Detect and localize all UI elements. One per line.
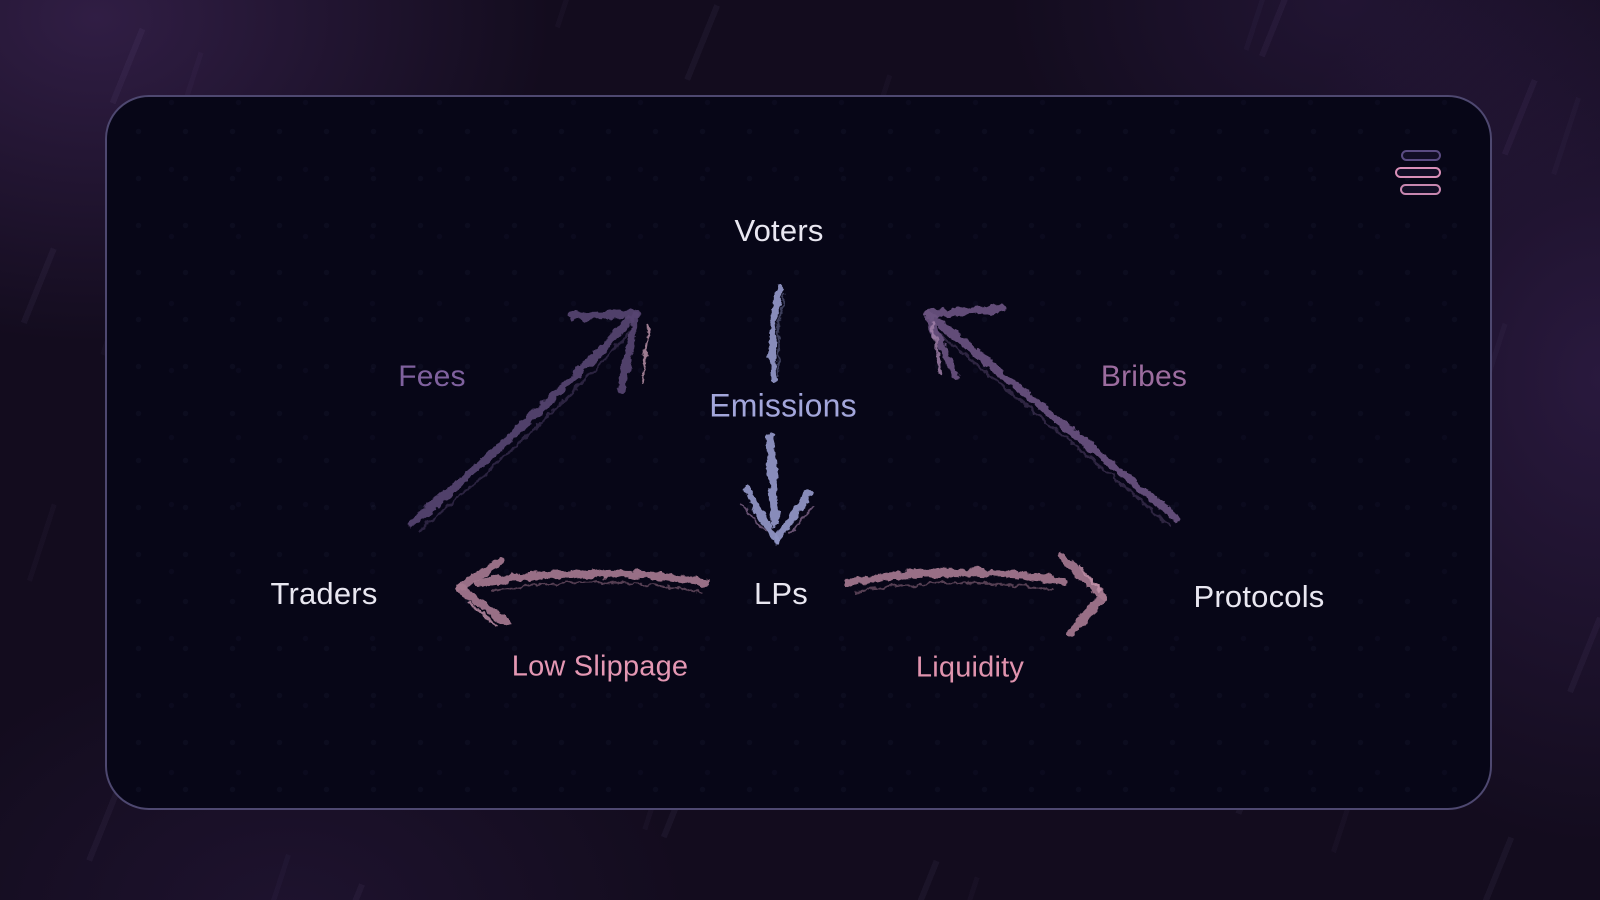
bribes-arrow xyxy=(923,305,1180,527)
menu-bar-icon xyxy=(1400,184,1441,195)
node-traders: Traders xyxy=(270,576,378,611)
node-protocols: Protocols xyxy=(1193,579,1325,614)
node-voters: Voters xyxy=(734,213,824,248)
menu-bar-icon xyxy=(1401,150,1441,161)
fees-arrow xyxy=(408,310,651,533)
node-lps: LPs xyxy=(753,576,809,611)
menu-bar-icon xyxy=(1395,167,1441,178)
edge-label-fees: Fees xyxy=(398,360,466,393)
menu-icon[interactable] xyxy=(1395,150,1441,195)
edge-label-bribes: Bribes xyxy=(1100,360,1188,393)
low-slippage-arrow xyxy=(455,556,710,627)
edge-label-liquidity: Liquidity xyxy=(915,651,1025,684)
edge-label-emissions: Emissions xyxy=(709,387,857,424)
edge-label-low-slippage: Low Slippage xyxy=(511,650,689,683)
emissions-arrow xyxy=(740,284,814,545)
liquidity-arrow xyxy=(844,553,1107,638)
